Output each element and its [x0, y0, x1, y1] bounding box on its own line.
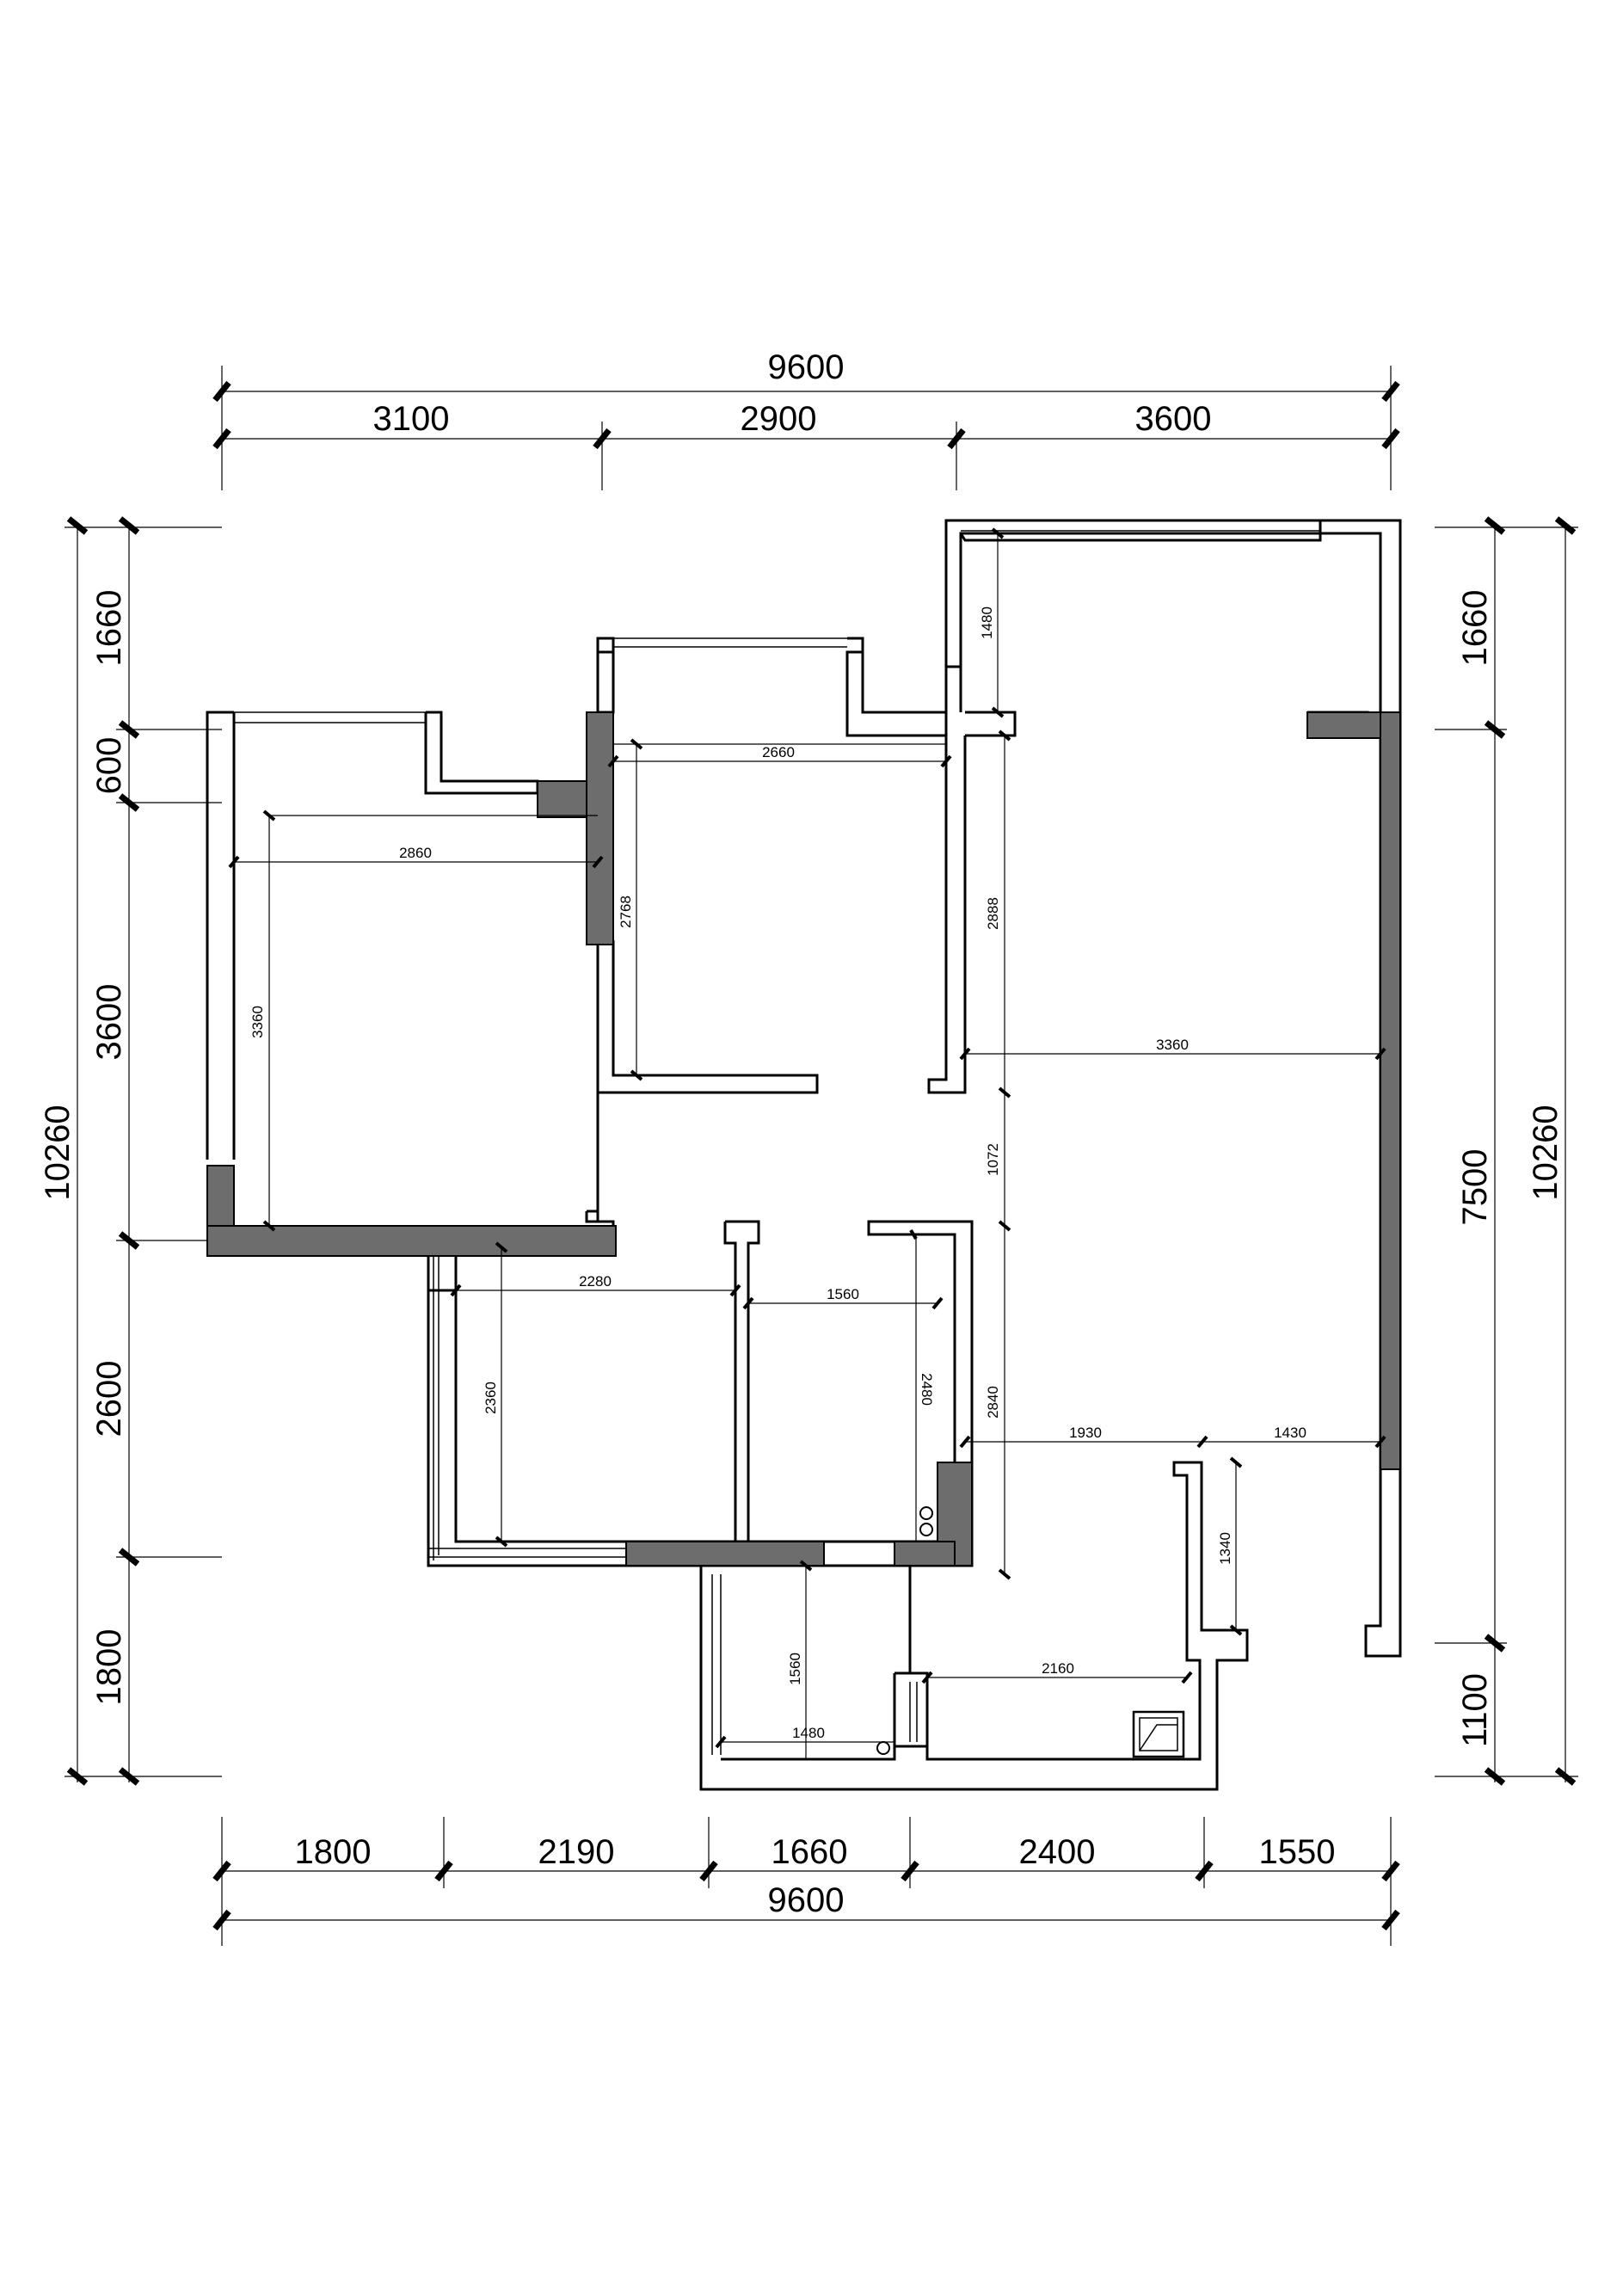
dim-left-2: 600 — [90, 737, 128, 795]
drain-icon — [919, 1506, 933, 1520]
dim-1930: 1930 — [1069, 1425, 1102, 1441]
drain-icon — [876, 1741, 890, 1755]
dim-2280: 2280 — [579, 1273, 612, 1290]
dim-1340: 1340 — [1217, 1532, 1233, 1565]
dim-bottom-total: 9600 — [768, 1881, 845, 1919]
dim-top-1: 3100 — [373, 400, 450, 438]
dim-bottom-3: 1660 — [772, 1833, 848, 1871]
dim-2160: 2160 — [1042, 1660, 1074, 1677]
dim-right-3: 1100 — [1456, 1673, 1494, 1747]
dim-left-3: 3600 — [90, 984, 128, 1061]
dim-2660: 2660 — [762, 744, 795, 760]
dim-2860: 2860 — [399, 845, 432, 861]
dim-1480-top: 1480 — [979, 606, 995, 639]
top-dimensions: 9600 3100 2900 3600 — [212, 348, 1400, 490]
dim-2888: 2888 — [985, 897, 1001, 930]
dim-left-4: 2600 — [90, 1361, 128, 1437]
dim-bottom-1: 1800 — [295, 1833, 372, 1871]
dim-right-1: 1660 — [1456, 590, 1494, 667]
dim-left-total: 10260 — [39, 1105, 77, 1200]
structural-walls — [206, 711, 1401, 1567]
dim-bottom-4: 2400 — [1019, 1833, 1096, 1871]
dim-right-total: 10260 — [1527, 1105, 1565, 1200]
fixtures — [876, 1506, 1185, 1758]
dim-2768: 2768 — [618, 896, 634, 928]
dim-1560-upper: 1560 — [827, 1286, 859, 1302]
dim-top-3: 3600 — [1135, 400, 1212, 438]
water-heater-icon — [1132, 1710, 1185, 1758]
drain-icon — [919, 1523, 933, 1536]
bottom-dimensions: 1800 2190 1660 2400 1550 9600 — [212, 1817, 1400, 1946]
dim-1430: 1430 — [1274, 1425, 1306, 1441]
dim-2360: 2360 — [483, 1382, 499, 1414]
dim-1480-lower: 1480 — [792, 1725, 825, 1741]
dim-left-5: 1800 — [90, 1629, 128, 1706]
dim-1072: 1072 — [985, 1143, 1001, 1176]
dim-top-total: 9600 — [768, 348, 845, 386]
dim-left-1: 1660 — [90, 590, 128, 667]
interior-dimensions: 2660 2860 3360 2768 1480 2888 1072 2840 — [228, 527, 1386, 1759]
dim-1560-lower: 1560 — [787, 1653, 803, 1685]
walls — [206, 519, 1402, 1791]
dim-top-2: 2900 — [741, 400, 817, 438]
dim-3360-horizontal: 3360 — [1156, 1037, 1189, 1053]
dim-2840: 2840 — [985, 1386, 1001, 1419]
dim-bottom-2: 2190 — [538, 1833, 615, 1871]
right-dimensions: 1660 7500 1100 10260 — [1435, 516, 1578, 1786]
dim-bottom-5: 1550 — [1259, 1833, 1336, 1871]
left-dimensions: 10260 1660 600 3600 2600 1800 — [39, 516, 222, 1786]
dim-3360-vertical: 3360 — [249, 1006, 266, 1038]
dim-right-2: 7500 — [1456, 1149, 1494, 1226]
dim-2480: 2480 — [919, 1373, 935, 1406]
